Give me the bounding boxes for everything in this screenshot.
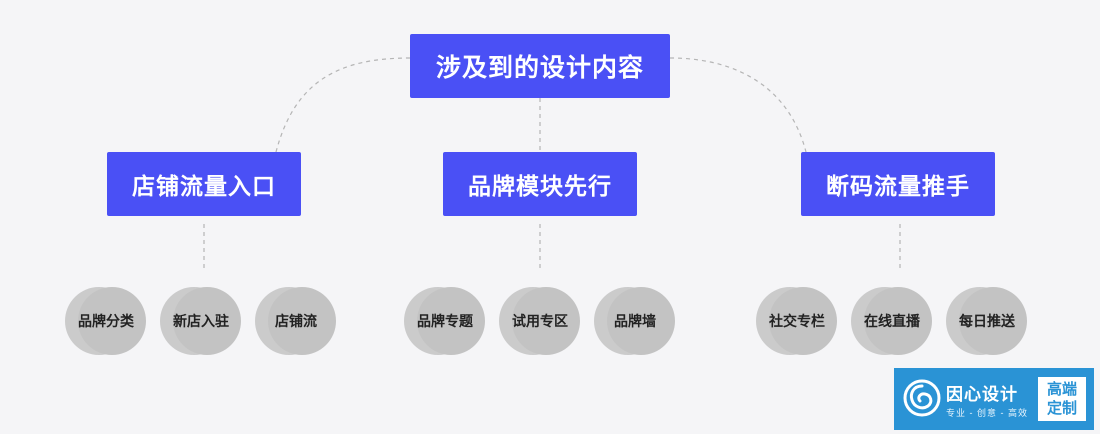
leaf-disc — [769, 287, 837, 355]
leaf-label: 社交专栏 — [769, 313, 825, 329]
brand-watermark: 因心设计 专业 - 创意 - 高效 高端 定制 — [894, 368, 1094, 430]
leaf-node: 品牌专题 — [404, 287, 497, 355]
leaf-label: 试用专区 — [512, 313, 568, 329]
leaf-label: 品牌分类 — [78, 313, 134, 329]
leaf-disc — [864, 287, 932, 355]
brand-tag-line2: 定制 — [1046, 400, 1077, 417]
brand-tag: 高端 定制 — [1038, 377, 1086, 421]
leaf-disc — [417, 287, 485, 355]
leaf-disc — [959, 287, 1027, 355]
category-label: 断码流量推手 — [826, 173, 970, 199]
connector-root-right — [669, 57, 807, 153]
brand-tag-line1: 高端 — [1046, 381, 1077, 398]
category-label: 品牌模块先行 — [468, 173, 612, 199]
leaf-node: 店铺流 — [255, 287, 348, 355]
leaf-node: 试用专区 — [499, 287, 592, 355]
leaf-label: 新店入驻 — [173, 313, 229, 329]
category-node-brand-module: 品牌模块先行 — [443, 152, 637, 216]
connector-root-left — [275, 57, 411, 153]
leaf-disc — [607, 287, 675, 355]
leaf-node: 新店入驻 — [160, 287, 253, 355]
root-node-label: 涉及到的设计内容 — [435, 54, 644, 82]
leaf-disc — [512, 287, 580, 355]
leaf-disc — [268, 287, 336, 355]
leaf-label: 店铺流 — [275, 313, 317, 329]
category-node-store-traffic: 店铺流量入口 — [107, 152, 301, 216]
brand-name: 因心设计 — [946, 385, 1018, 404]
leaf-disc — [78, 287, 146, 355]
leaf-label: 在线直播 — [864, 313, 920, 329]
root-node: 涉及到的设计内容 — [410, 34, 670, 98]
category-node-size-traffic: 断码流量推手 — [801, 152, 995, 216]
leaf-node: 品牌墙 — [594, 287, 687, 355]
leaf-label: 品牌专题 — [417, 313, 473, 329]
leaf-node: 社交专栏 — [756, 287, 849, 355]
brand-logo-icon — [903, 379, 941, 417]
leaf-node: 每日推送 — [946, 287, 1039, 355]
leaf-node: 在线直播 — [851, 287, 944, 355]
leaf-disc — [173, 287, 241, 355]
category-label: 店铺流量入口 — [132, 173, 276, 199]
leaf-label: 每日推送 — [959, 313, 1015, 329]
leaf-node: 品牌分类 — [65, 287, 158, 355]
brand-slogan: 专业 - 创意 - 高效 — [946, 408, 1028, 418]
leaf-label: 品牌墙 — [614, 313, 656, 329]
